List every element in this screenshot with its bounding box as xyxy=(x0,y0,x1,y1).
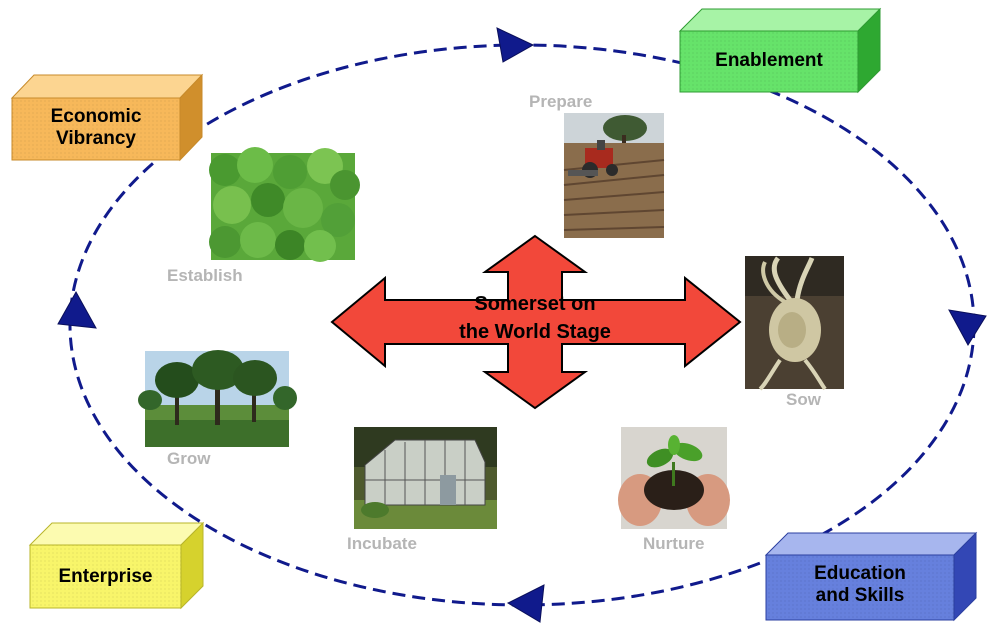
stage-label-prepare: Prepare xyxy=(529,92,593,111)
center-title-line1: Somerset on xyxy=(474,293,596,315)
sow-root-figure-image xyxy=(745,256,844,391)
economic-vibrancy-line1: Economic xyxy=(50,106,142,127)
stage-label-nurture: Nurture xyxy=(643,534,705,553)
cycle-arrow-bottom-icon xyxy=(506,584,545,623)
cycle-arrow-right-icon xyxy=(948,309,987,346)
cycle-arrow-left-icon xyxy=(57,290,97,329)
nurture-seedling-hands-image xyxy=(618,427,730,529)
stage-label-grow: Grow xyxy=(167,449,211,468)
stage-label-sow: Sow xyxy=(786,390,821,409)
center-title-line2: the World Stage xyxy=(459,321,611,343)
enablement-label: Enablement xyxy=(680,50,858,72)
prepare-field-image xyxy=(563,113,665,238)
center-four-way-arrow xyxy=(330,234,742,410)
grow-trees-image xyxy=(138,350,297,447)
enablement-box xyxy=(678,7,882,94)
education-skills-line1: Education xyxy=(814,563,906,584)
establish-forest-image xyxy=(209,147,360,262)
enterprise-label: Enterprise xyxy=(30,566,181,588)
stage-label-establish: Establish xyxy=(167,266,243,285)
economic-vibrancy-line2: Vibrancy xyxy=(56,128,136,149)
center-title: Somerset on the World Stage xyxy=(430,290,640,346)
economic-vibrancy-box xyxy=(10,73,204,162)
education-skills-label: Education and Skills xyxy=(766,563,954,607)
education-skills-box xyxy=(764,531,978,622)
stage-label-incubate: Incubate xyxy=(347,534,417,553)
enterprise-text: Enterprise xyxy=(58,566,153,587)
enterprise-box xyxy=(28,521,205,610)
enablement-text: Enablement xyxy=(715,50,823,71)
cycle-arrow-top-icon xyxy=(496,27,535,63)
incubate-greenhouse-image xyxy=(354,427,497,529)
education-skills-line2: and Skills xyxy=(815,585,905,606)
economic-vibrancy-label: Economic Vibrancy xyxy=(12,106,180,150)
